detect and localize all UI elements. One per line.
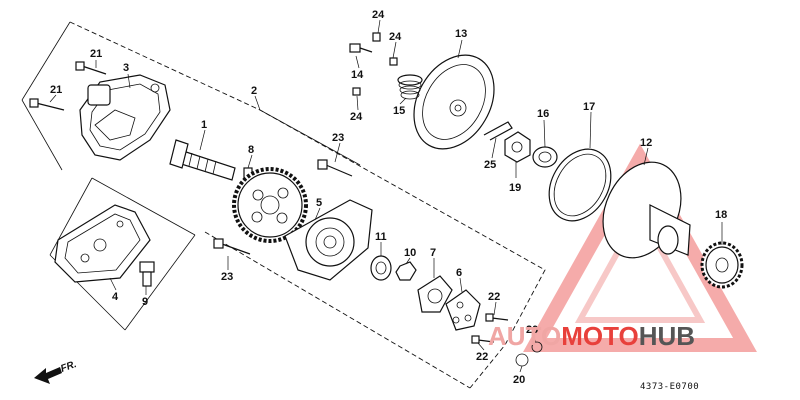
part-18-gear	[700, 241, 744, 289]
part-13-drum	[413, 54, 495, 150]
callout-23-lower: 23	[221, 271, 233, 283]
callout-2: 2	[251, 85, 257, 97]
part-17-oring	[548, 148, 612, 222]
part-2-gear	[232, 167, 308, 243]
part-24-screws	[352, 32, 398, 96]
callout-24-mid: 24	[389, 31, 402, 43]
leader-lines	[49, 19, 723, 373]
front-direction-indicator: FR.	[34, 359, 78, 384]
part-5-pump-body	[284, 199, 373, 281]
assembly-outline	[21, 21, 546, 389]
part-22-screws	[471, 313, 509, 344]
callout-7: 7	[430, 247, 436, 259]
part-25-clip	[483, 121, 513, 141]
callout-15: 15	[393, 105, 405, 117]
part-23-bolts	[213, 159, 353, 255]
watermark-triangle	[523, 143, 757, 352]
callout-11: 11	[375, 231, 387, 243]
part-16-washer	[532, 146, 558, 168]
callout-22-upper: 22	[488, 291, 500, 303]
part-10-inner-rotor	[395, 261, 417, 281]
part-6-plate	[445, 289, 481, 331]
callout-10: 10	[404, 247, 416, 259]
callout-24-top: 24	[372, 9, 385, 21]
callout-17: 17	[583, 101, 595, 113]
callout-9: 9	[142, 296, 148, 308]
part-11-rotor	[370, 255, 392, 281]
direction-label: FR.	[59, 359, 78, 375]
callout-16: 16	[537, 108, 549, 120]
part-15-spring	[397, 74, 423, 100]
callout-12: 12	[640, 137, 652, 149]
callout-21-upper: 21	[90, 48, 102, 60]
callout-24-low: 24	[350, 111, 363, 123]
watermark-hub: HUB	[639, 321, 695, 351]
callout-8: 8	[248, 144, 254, 156]
callout-25: 25	[484, 159, 496, 171]
callout-23-upper: 23	[332, 132, 344, 144]
callout-20-lower: 20	[513, 374, 525, 386]
callout-6: 6	[456, 267, 462, 279]
callout-1: 1	[201, 119, 207, 131]
callout-labels: 21 21 3 2 1 8 23 5 4 9 23 11 10 7 6 22 2…	[50, 9, 727, 386]
part-19-nut	[504, 131, 531, 163]
callout-19: 19	[509, 182, 521, 194]
callout-20-upper: 20	[526, 324, 538, 336]
callout-22-lower: 22	[476, 351, 488, 363]
callout-3: 3	[123, 62, 129, 74]
arrow-left-icon	[34, 367, 62, 384]
part-3-cover	[79, 74, 171, 161]
watermark-logo: AUTOMOTOHUB	[488, 321, 695, 351]
part-14-bolt	[349, 43, 373, 53]
part-21-bolts	[29, 61, 107, 111]
diagram-code: 4373-E0700	[640, 382, 699, 392]
callout-18: 18	[715, 209, 727, 221]
callout-14: 14	[351, 69, 364, 81]
callout-21-lower: 21	[50, 84, 62, 96]
callout-13: 13	[455, 28, 467, 40]
watermark-auto: AUTO	[488, 321, 561, 351]
svg-text:AUTOMOTOHUB: AUTOMOTOHUB	[488, 321, 695, 351]
part-1-shaft	[169, 139, 236, 181]
part-4-cover	[54, 204, 151, 283]
part-12-hub	[602, 161, 691, 259]
callout-5: 5	[316, 197, 322, 209]
watermark-moto: MOTO	[561, 321, 639, 351]
part-7-gasket	[417, 275, 453, 313]
callout-4: 4	[112, 291, 119, 303]
part-9-stud	[139, 261, 155, 287]
